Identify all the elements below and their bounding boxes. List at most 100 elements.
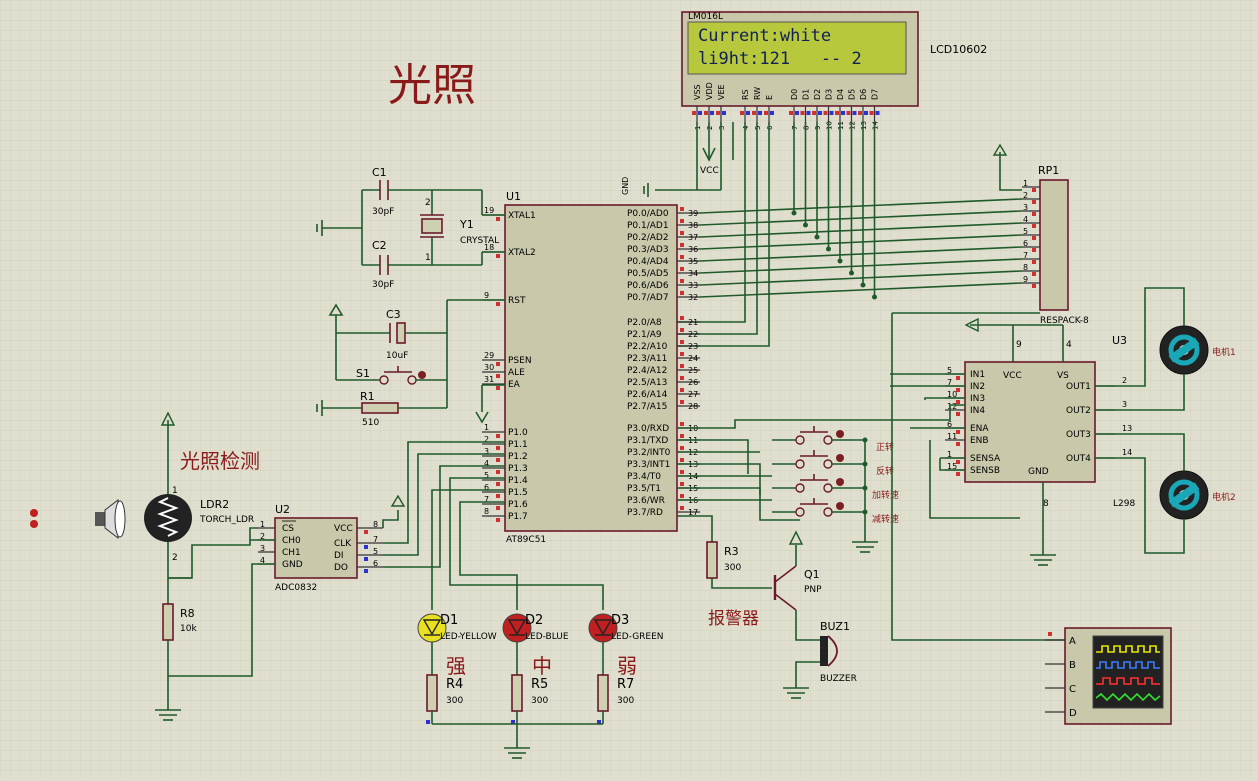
c2-capacitor[interactable] bbox=[362, 255, 482, 275]
r8-resistor[interactable] bbox=[162, 603, 174, 641]
lcd-pin-name: E bbox=[765, 95, 774, 100]
u3-pin-name: OUT2 bbox=[1066, 406, 1091, 416]
r3-ref: R3 bbox=[724, 545, 739, 558]
u3-motor-driver[interactable] bbox=[964, 361, 1096, 483]
y1-crystal[interactable] bbox=[420, 190, 444, 265]
u1-pin-num: 31 bbox=[484, 375, 494, 384]
rp1-pin-num: 1 bbox=[1023, 179, 1028, 188]
u1-pin-name: P3.0/RXD bbox=[627, 424, 669, 434]
buz1-buzzer[interactable] bbox=[820, 635, 838, 667]
s1-reset-button[interactable] bbox=[336, 366, 447, 385]
u3-pin-name: IN2 bbox=[970, 382, 985, 392]
scope-channel-label: D bbox=[1069, 708, 1077, 719]
p0-wires bbox=[699, 198, 1023, 298]
r3-resistor[interactable] bbox=[706, 541, 718, 579]
u1-pin-name: P0.6/AD6 bbox=[627, 281, 669, 291]
u1-pin-num: 27 bbox=[688, 390, 698, 399]
u1-pin-name: P3.5/T1 bbox=[627, 484, 661, 494]
u1-pin-num: 3 bbox=[484, 447, 489, 456]
control-button[interactable] bbox=[772, 426, 868, 445]
r5-ref: R5 bbox=[531, 677, 548, 692]
lcd-display[interactable]: LM016L Current:white li9ht:121 -- 2 bbox=[681, 11, 919, 107]
r4-resistor[interactable] bbox=[426, 674, 438, 712]
control-button[interactable] bbox=[772, 474, 868, 493]
r5-resistor[interactable] bbox=[511, 674, 523, 712]
c3-capacitor[interactable] bbox=[336, 322, 447, 344]
u3-pin-name: IN1 bbox=[970, 370, 985, 380]
u1-pin-num: 34 bbox=[688, 269, 698, 278]
u1-ref: U1 bbox=[506, 190, 521, 203]
p0-pullup-wire bbox=[699, 270, 1023, 286]
torch-lamp-icon[interactable] bbox=[95, 498, 126, 540]
lcd-model: LM016L bbox=[688, 12, 723, 22]
u1-pin-name: P3.2/INT0 bbox=[627, 448, 671, 458]
u2-part: ADC0832 bbox=[275, 583, 317, 593]
lcd-pin-name: VEE bbox=[717, 84, 726, 100]
u3-pin9: 9 bbox=[1016, 340, 1022, 350]
u3-pin-name: IN4 bbox=[970, 406, 985, 416]
u3-pin4: 4 bbox=[1066, 340, 1072, 350]
q1-transistor[interactable] bbox=[773, 565, 797, 611]
p0-pullup-wire bbox=[699, 282, 1023, 298]
u3-pin-name: SENSB bbox=[970, 466, 1000, 476]
rp1-pin-num: 9 bbox=[1023, 275, 1028, 284]
ldr2-pin1: 1 bbox=[172, 486, 178, 496]
r1-resistor[interactable] bbox=[322, 402, 447, 414]
u1-pin-name: P2.5/A13 bbox=[627, 378, 667, 388]
u1-pin-num: 19 bbox=[484, 206, 494, 215]
q1-value: PNP bbox=[804, 585, 822, 595]
scope-channel-label: B bbox=[1069, 660, 1076, 671]
rp1-resistor-pack[interactable] bbox=[1039, 179, 1069, 311]
u1-microcontroller[interactable] bbox=[504, 204, 678, 532]
u1-pin-name: P1.4 bbox=[508, 476, 528, 486]
vcc-label-lcd: VCC bbox=[700, 166, 719, 176]
scope-channel-label: C bbox=[1069, 684, 1076, 695]
lcd-pin-name: RW bbox=[753, 87, 762, 100]
u1-pin-num: 37 bbox=[688, 233, 698, 242]
u3-pin-name: ENB bbox=[970, 436, 989, 446]
u3-gnd: GND bbox=[1028, 467, 1049, 477]
u1-pin-num: 24 bbox=[688, 354, 698, 363]
u3-pin-name: OUT3 bbox=[1066, 430, 1091, 440]
d2-led[interactable] bbox=[502, 613, 532, 643]
u3-pin-num: 7 bbox=[947, 378, 952, 387]
u1-pin-name: P1.7 bbox=[508, 512, 528, 522]
u3-part: L298 bbox=[1113, 499, 1135, 509]
gnd-label-lcd: GND bbox=[621, 177, 630, 195]
s1-ref: S1 bbox=[356, 367, 370, 380]
r7-ref: R7 bbox=[617, 677, 634, 692]
d2-value: LED-BLUE bbox=[525, 632, 569, 642]
lcd-pin-name: D7 bbox=[871, 89, 880, 100]
r1-value: 510 bbox=[362, 418, 379, 428]
u1-pin-num: 18 bbox=[484, 243, 494, 252]
u3-pin-num: 15 bbox=[947, 462, 957, 471]
p0-pullup-wire bbox=[699, 258, 1023, 274]
u1-pin-name: P2.7/A15 bbox=[627, 402, 667, 412]
lcd-pin-name: D2 bbox=[813, 89, 822, 100]
control-button[interactable] bbox=[772, 450, 868, 469]
oscilloscope[interactable] bbox=[1064, 627, 1172, 725]
u1-pin-num: 26 bbox=[688, 378, 698, 387]
rp1-part: RESPACK-8 bbox=[1040, 316, 1089, 326]
u2-pin-name: CLK bbox=[334, 539, 352, 549]
u2-pin-name: VCC bbox=[334, 524, 353, 534]
c1-capacitor[interactable] bbox=[362, 180, 482, 200]
ldr2-pin2: 2 bbox=[172, 553, 178, 563]
motor-1[interactable] bbox=[1159, 325, 1209, 375]
u1-pin-name: P1.0 bbox=[508, 428, 528, 438]
u1-pin-name: P2.6/A14 bbox=[627, 390, 668, 400]
motor-2[interactable] bbox=[1159, 470, 1209, 520]
r7-resistor[interactable] bbox=[597, 674, 609, 712]
u2-adc[interactable] bbox=[274, 517, 358, 579]
btn-speedup-label: 加转速 bbox=[872, 489, 899, 501]
u3-pin-name: ENA bbox=[970, 424, 989, 434]
control-button[interactable] bbox=[772, 498, 868, 517]
u1-pin-name: P3.3/INT1 bbox=[627, 460, 670, 470]
d3-led[interactable] bbox=[588, 613, 618, 643]
u3-vs: VS bbox=[1057, 371, 1069, 381]
ldr2-photoresistor[interactable] bbox=[144, 494, 192, 542]
